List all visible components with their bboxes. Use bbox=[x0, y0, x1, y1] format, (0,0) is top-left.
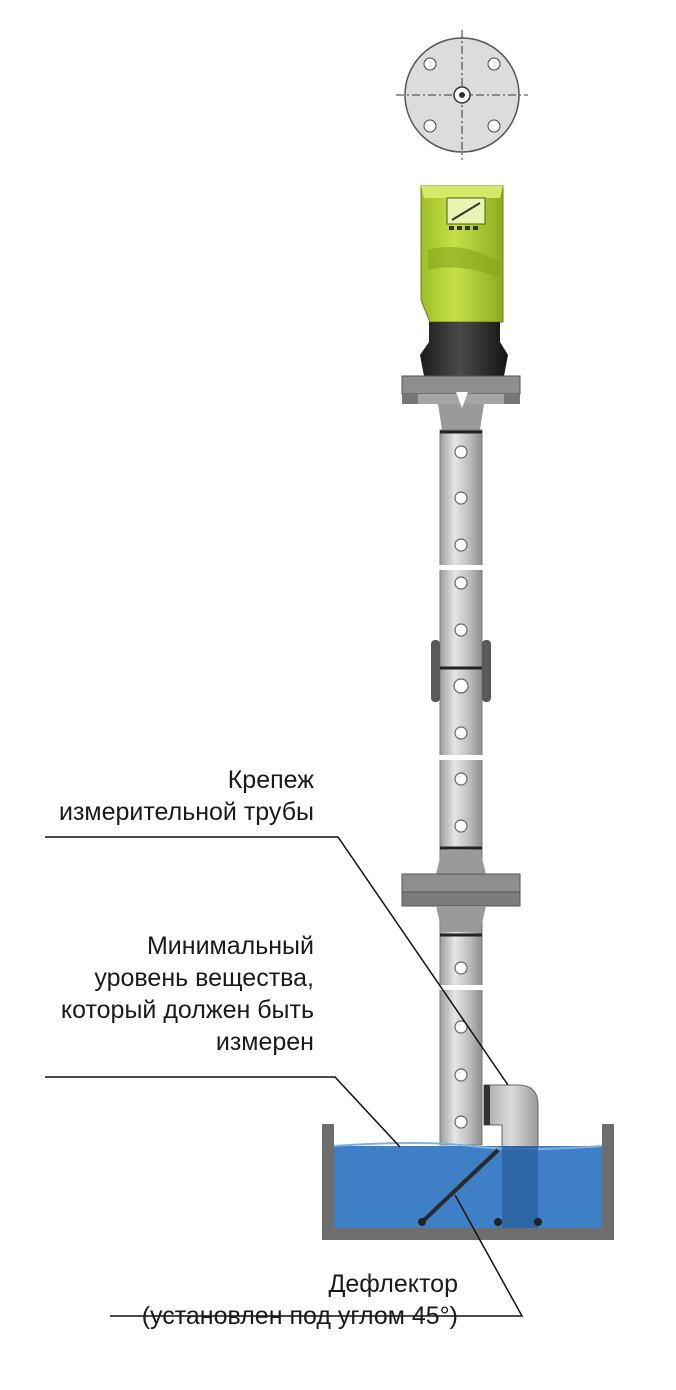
label-line: измерительной трубы bbox=[58, 798, 314, 826]
label-line: Дефлектор bbox=[328, 1270, 458, 1298]
level-sensor-housing bbox=[420, 185, 504, 323]
measuring-pipe bbox=[436, 429, 486, 1146]
label-line: измерен bbox=[215, 1028, 314, 1056]
pipe-holes bbox=[453, 445, 469, 1129]
label-pipe-mount: Крепеж измерительной трубы bbox=[59, 764, 314, 828]
label-line: (установлен под углом 45°) bbox=[141, 1302, 458, 1330]
leader-lines bbox=[45, 836, 524, 1317]
sensor-adapter bbox=[420, 322, 508, 376]
pipe-clamp bbox=[431, 640, 491, 702]
label-line: который должен быть bbox=[60, 996, 314, 1024]
deflector-plate bbox=[418, 1148, 542, 1226]
label-line: Минимальный bbox=[146, 932, 314, 960]
tank bbox=[322, 1124, 614, 1240]
middle-flange bbox=[401, 850, 521, 932]
top-flange bbox=[401, 375, 521, 430]
flange-top-view bbox=[396, 30, 528, 160]
label-line: уровень вещества, bbox=[94, 964, 314, 992]
label-line: Крепеж bbox=[227, 766, 314, 794]
label-min-level: Минимальный уровень вещества, который до… bbox=[61, 930, 314, 1058]
label-deflector: Дефлектор (установлен под углом 45°) bbox=[142, 1268, 458, 1332]
